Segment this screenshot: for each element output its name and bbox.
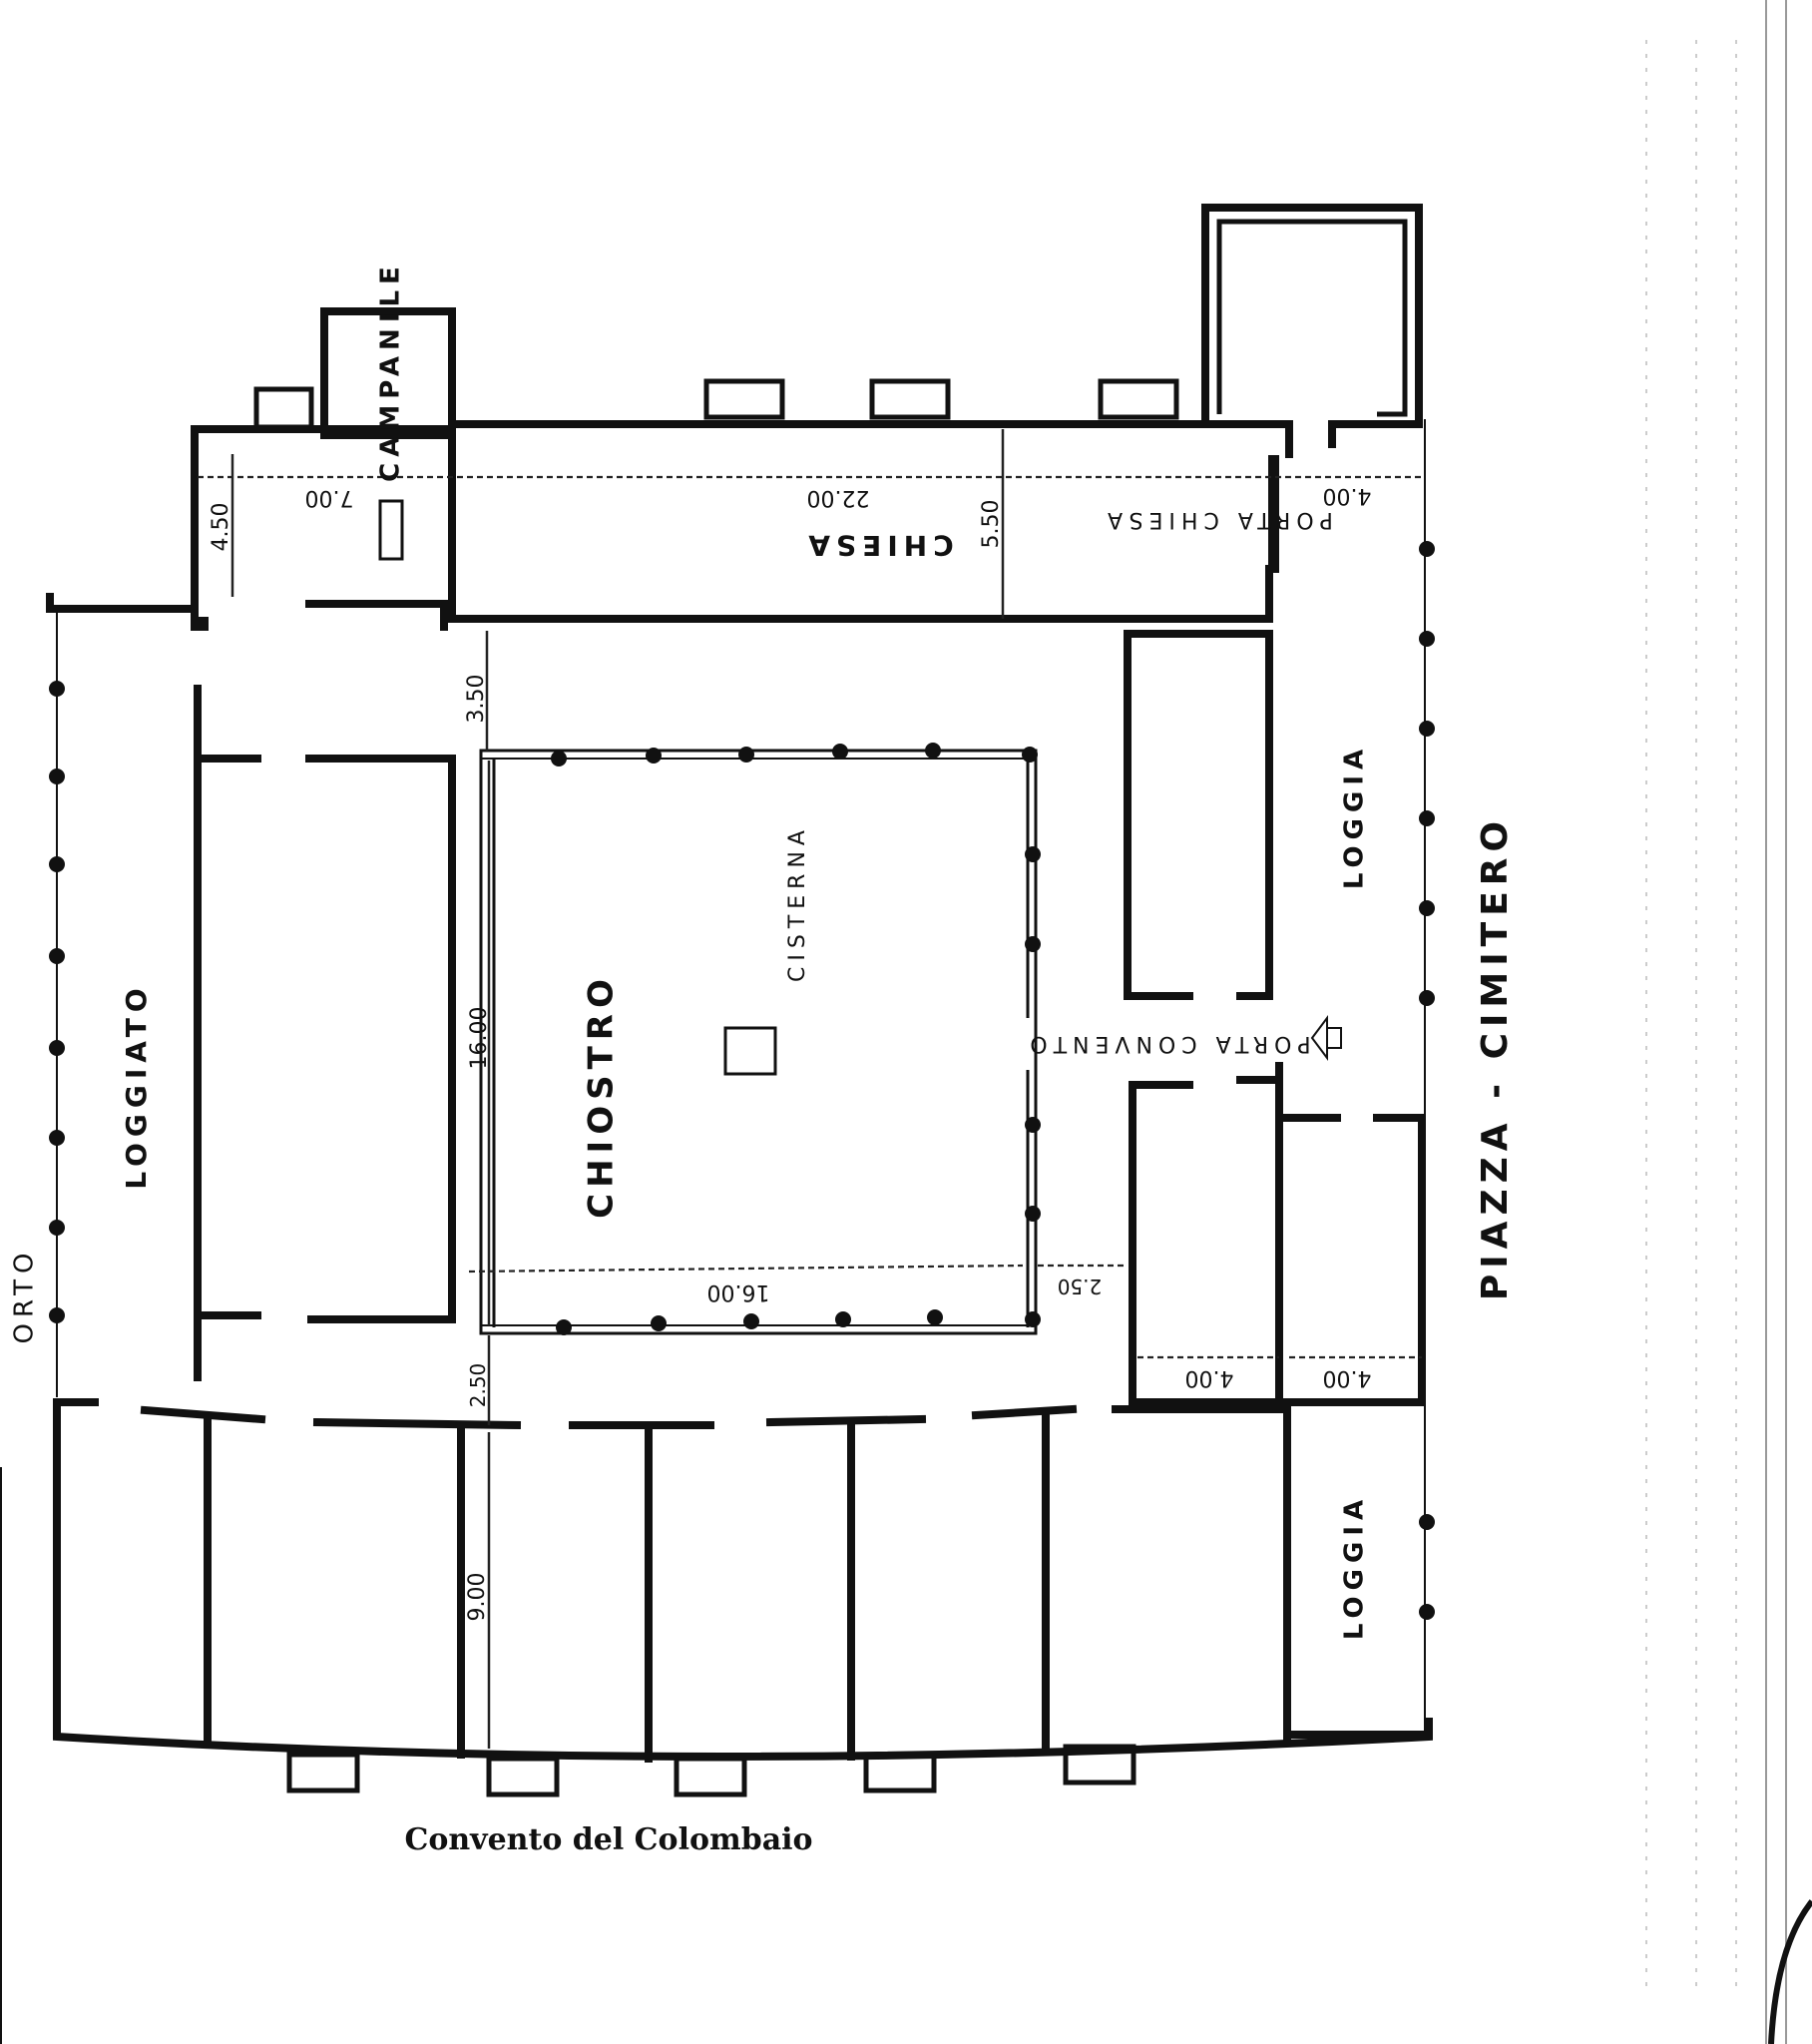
west-portico <box>49 681 65 1323</box>
label-loggia-upper: LOGGIA <box>1340 744 1370 889</box>
label-cisterna: CISTERNA <box>785 824 810 982</box>
label-loggia-lower: LOGGIA <box>1340 1494 1370 1640</box>
loggiato-walls <box>46 593 456 1397</box>
east-rooms <box>1112 455 1426 1413</box>
dimension-labels: 4.50 7.00 22.00 5.50 4.00 3.50 16.00 16.… <box>209 483 1371 1621</box>
dim-9-00: 9.00 <box>465 1573 490 1622</box>
south-cells <box>53 1398 1433 1797</box>
cloister <box>479 749 1038 1335</box>
dim-2-50-bottom: 2.50 <box>466 1363 490 1408</box>
label-loggiato: LOGGIATO <box>120 982 153 1189</box>
dim-16-00-horizontal: 16.00 <box>707 1279 770 1304</box>
dim-7-00: 7.00 <box>305 485 354 510</box>
dim-4-50: 4.50 <box>209 503 233 552</box>
label-porta-convento: PORTA CONVENTO <box>1024 1031 1310 1056</box>
label-piazza-cimitero: PIAZZA - CIMITERO <box>1475 815 1516 1300</box>
dimension-lines <box>198 429 1425 1749</box>
entrance-arrow-icon <box>1310 1015 1342 1061</box>
dim-4-00-top: 4.00 <box>1323 483 1372 508</box>
dim-3-50: 3.50 <box>464 675 489 724</box>
dim-16-00-vertical: 16.00 <box>467 1007 492 1070</box>
plan-caption: Convento del Colombaio <box>404 1822 813 1857</box>
dim-4-00-right: 4.00 <box>1323 1365 1372 1390</box>
room-labels: CAMPANILE CHIESA PORTA CHIESA LOGGIATO C… <box>10 260 1517 1640</box>
label-campanile: CAMPANILE <box>376 260 406 482</box>
dim-4-00-left: 4.00 <box>1185 1365 1234 1390</box>
label-porta-chiesa: PORTA CHIESA <box>1102 507 1333 532</box>
cloister-columns <box>551 743 1041 1335</box>
label-chiostro: CHIOSTRO <box>582 973 622 1219</box>
dim-5-50: 5.50 <box>979 500 1004 549</box>
campanile-tower <box>253 307 456 439</box>
dim-2-50-right: 2.50 <box>1058 1275 1103 1298</box>
label-orto: ORTO <box>10 1248 40 1344</box>
label-chiesa: CHIESA <box>802 529 953 562</box>
east-portico <box>1419 419 1435 1732</box>
dim-22-00: 22.00 <box>807 485 870 510</box>
